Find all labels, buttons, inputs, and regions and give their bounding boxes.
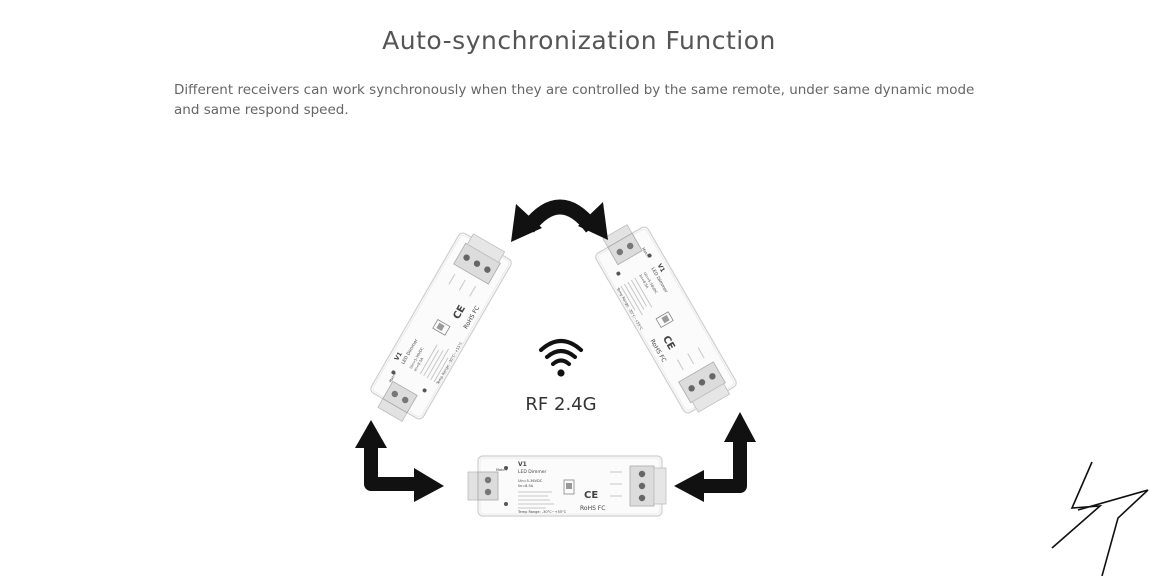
port-label: Match [641, 247, 650, 258]
port-label: Match [388, 372, 397, 383]
port-label: Match [496, 468, 507, 472]
wifi-icon [539, 339, 583, 377]
receiver-spec: Iin=8.5A [638, 274, 649, 290]
sync-arrow-icon [511, 199, 608, 242]
ce-mark: CE [584, 490, 598, 501]
rohs-fc-mark: RoHS FC [580, 505, 605, 512]
receiver-bottom: V1 LED Dimmer Uin=5-36VDC Iin=8.5A Temp … [467, 455, 667, 517]
brand-lightning-logo [1051, 461, 1149, 576]
sync-arrow-icon [355, 420, 444, 502]
sync-arrow-icon [674, 412, 756, 502]
rf-frequency-label: RF 2.4G [525, 394, 597, 415]
receiver-spec: Temp Range: -30°C~+55°C [517, 510, 567, 514]
receiver-model: V1 [518, 461, 527, 468]
description-text: Different receivers can work synchronous… [174, 82, 975, 118]
receiver-left: V1 LED Dimmer Uin=5-36VDC Iin=8.5A Temp … [363, 227, 516, 430]
receiver-spec: Uin=5-36VDC [518, 479, 543, 483]
receiver-right: V1 LED Dimmer Uin=5-36VDC Iin=8.5A Temp … [588, 216, 741, 419]
receiver-spec: Iin=8.5A [413, 356, 424, 372]
receiver-model: V1 [393, 351, 403, 362]
receiver-name: LED Dimmer [518, 469, 546, 475]
page-title: Auto-synchronization Function [382, 26, 776, 55]
receiver-spec: Iin=8.5A [518, 484, 534, 488]
receiver-model: V1 [656, 262, 666, 273]
